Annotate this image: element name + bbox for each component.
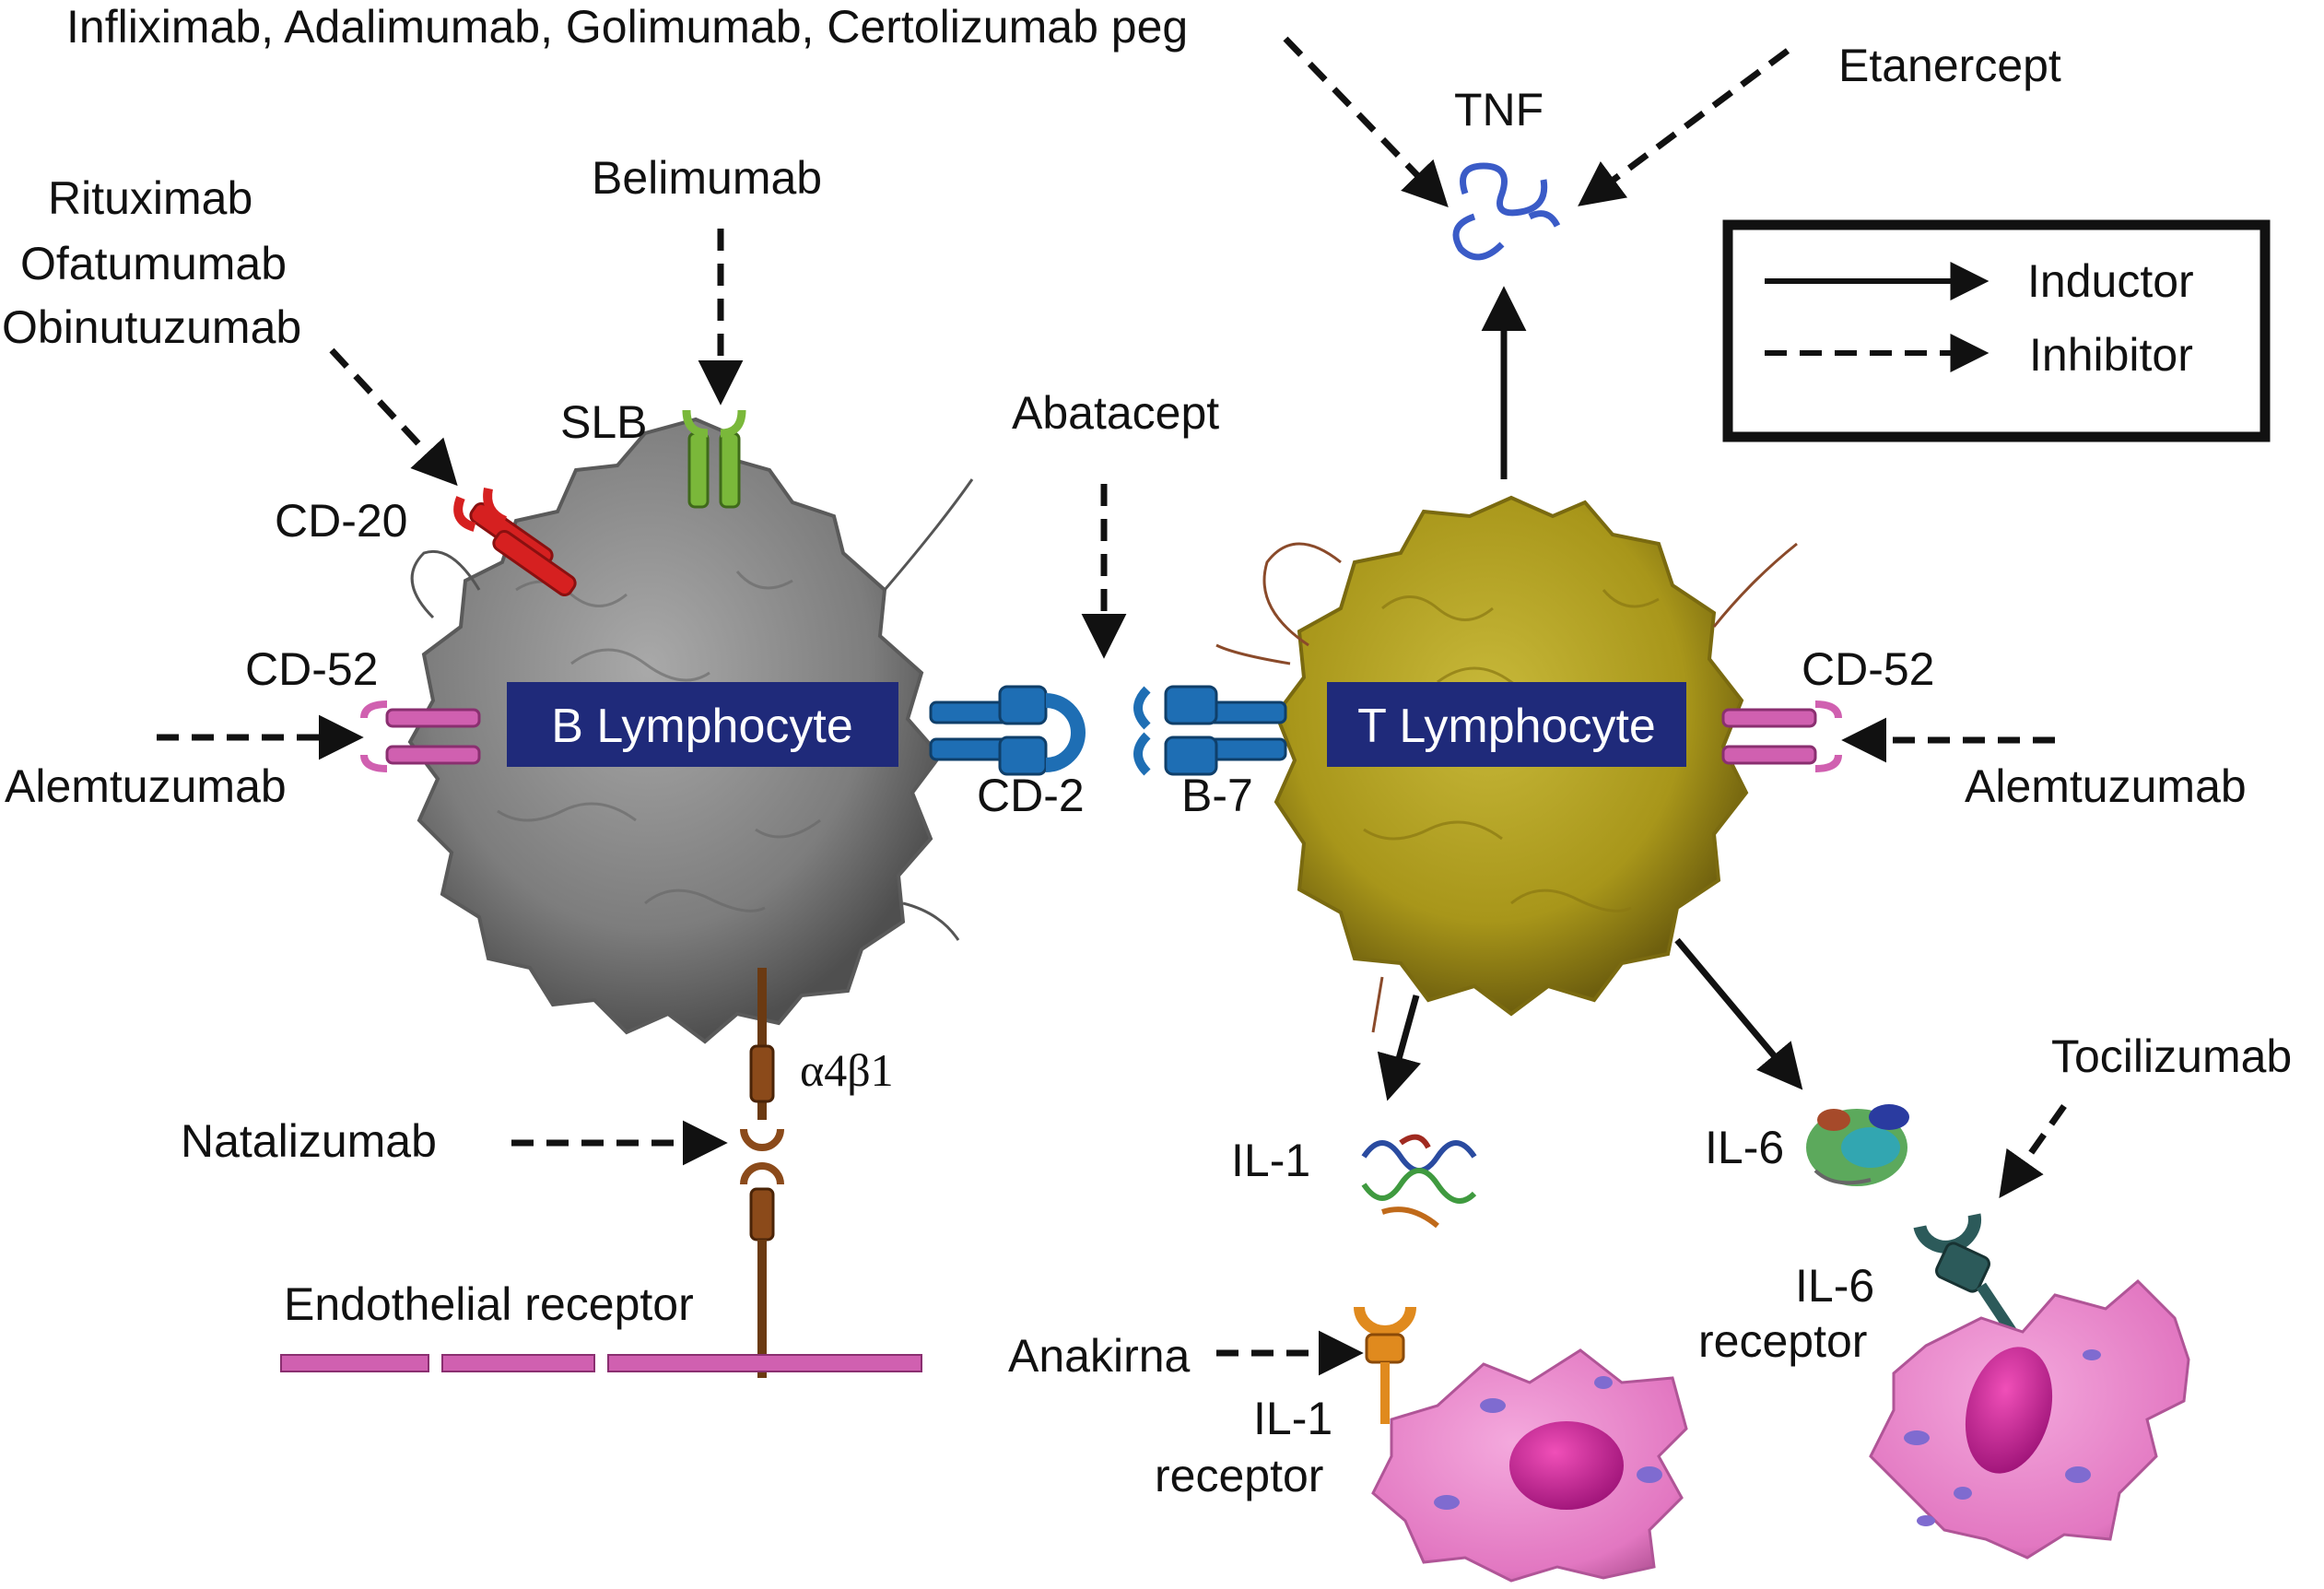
cd2-receptor [929, 685, 1086, 776]
il6-receptor-label-1: IL-6 [1795, 1260, 1874, 1312]
a4b1-label: α4β1 [800, 1044, 894, 1096]
endothelial-receptor-label: Endothelial receptor [284, 1278, 694, 1330]
cd52-receptor-left [360, 700, 481, 772]
slb-label: SLB [560, 396, 648, 448]
il1-receptor-label-2: receptor [1155, 1450, 1323, 1501]
il6-receptor-label-2: receptor [1698, 1315, 1867, 1367]
t-lymphocyte: T Lymphocyte [1215, 495, 1798, 1033]
cd2-label: CD-2 [977, 770, 1085, 821]
macrophage-right [1869, 1278, 2190, 1560]
arrows [157, 36, 2067, 1376]
arrow-tocilizumab [1999, 1103, 2067, 1199]
obinutuzumab-label: Obinutuzumab [2, 301, 301, 353]
abatacept-label: Abatacept [1012, 387, 1219, 439]
alemtuzumab-right-label: Alemtuzumab [1965, 760, 2247, 812]
tocilizumab-label: Tocilizumab [2051, 1030, 2292, 1082]
a4b1-integrin [740, 968, 784, 1151]
alemtuzumab-left-label: Alemtuzumab [5, 760, 287, 812]
legend-box [1722, 219, 2271, 442]
il6-molecule [1806, 1104, 1909, 1186]
tnf-molecule [1452, 162, 1561, 261]
labels: Infliximab, Adalimumab, Golimumab, Certo… [2, 1, 2292, 1501]
t-lymphocyte-label: T Lymphocyte [1357, 700, 1656, 753]
b7-receptor [1133, 685, 1287, 776]
arrow-etanercept [1578, 48, 1790, 206]
il6-receptor [1913, 1213, 2023, 1345]
macrophage-left [1371, 1348, 1688, 1583]
cd52-right-label: CD-52 [1802, 643, 1934, 695]
arrow-t-to-il6 [1674, 937, 1803, 1090]
arrow-t-to-il1 [1377, 995, 1422, 1101]
tnf-label: TNF [1454, 84, 1543, 135]
il6-label: IL-6 [1705, 1122, 1784, 1173]
anakinra-label: Anakirna [1008, 1330, 1191, 1382]
ofatumumab-label: Ofatumumab [20, 238, 287, 289]
arrow-rituximab [329, 347, 458, 487]
cd52-left-label: CD-52 [245, 643, 378, 695]
cd20-label: CD-20 [275, 495, 407, 547]
cd20-receptor [453, 488, 577, 597]
legend-inhibitor-label: Inhibitor [2029, 329, 2193, 381]
etanercept-label: Etanercept [1838, 40, 2061, 91]
arrow-anti-tnf [1283, 36, 1449, 208]
t-lymphocyte-label-box [1327, 682, 1686, 767]
slb-receptor [682, 409, 746, 509]
rituximab-label: Rituximab [48, 172, 252, 224]
natalizumab-label: Natalizumab [181, 1115, 437, 1167]
legend-inductor-label: Inductor [2027, 255, 2194, 307]
il1-label: IL-1 [1231, 1135, 1310, 1186]
legend: Inductor Inhibitor [1722, 219, 2271, 442]
b7-label: B-7 [1181, 770, 1253, 821]
b-lymphocyte-label: B Lymphocyte [551, 700, 853, 753]
il1-receptor-label-1: IL-1 [1253, 1393, 1332, 1444]
il1-receptor [1354, 1306, 1416, 1424]
endothelial-receptor [280, 1162, 922, 1378]
cd52-receptor-right [1721, 700, 1842, 772]
b-lymphocyte-label-box [507, 682, 898, 767]
belimumab-label: Belimumab [592, 152, 822, 204]
il1-molecule [1361, 1134, 1477, 1229]
anti-tnf-drugs-label: Infliximab, Adalimumab, Golimumab, Certo… [66, 1, 1188, 53]
